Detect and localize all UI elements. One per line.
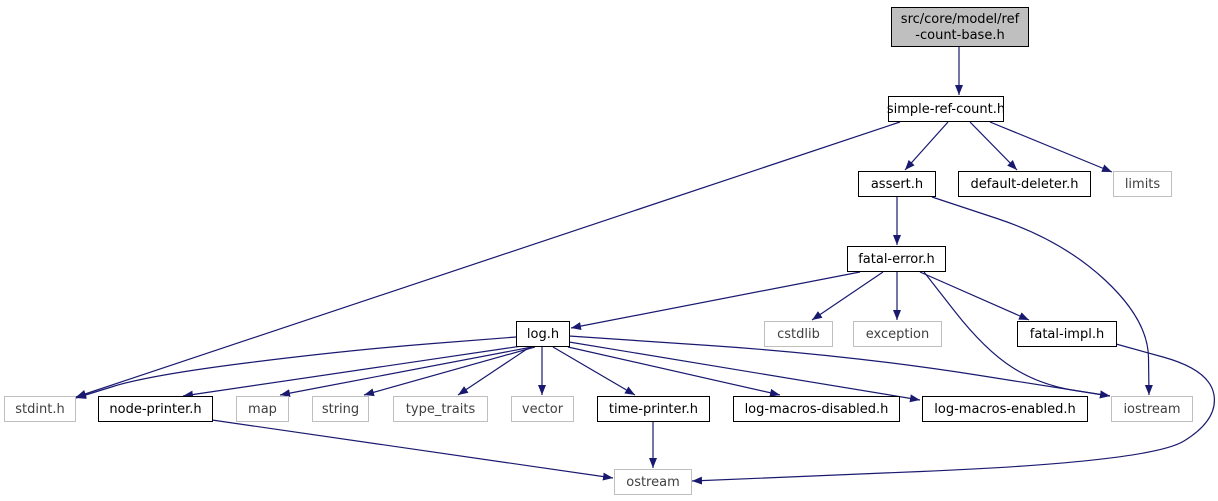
node-box <box>597 396 710 422</box>
edge-simple-ref-count-to-default-deleter <box>969 121 1018 171</box>
node-box <box>393 396 488 422</box>
node-box <box>312 396 369 422</box>
node-label: src/core/model/ref <box>901 12 1020 27</box>
node-label: simple-ref-count.h <box>887 102 1005 117</box>
node-box <box>858 171 936 197</box>
node-log-macros-disabled[interactable]: log-macros-disabled.h <box>733 396 900 422</box>
node-label: default-deleter.h <box>971 177 1079 192</box>
node-label: cstdlib <box>777 327 820 342</box>
node-exception: exception <box>853 321 942 347</box>
node-box <box>764 321 833 347</box>
node-ostream: ostream <box>614 469 692 495</box>
node-box <box>614 469 692 495</box>
node-cstdlib: cstdlib <box>764 321 833 347</box>
node-label: exception <box>866 327 930 342</box>
node-box <box>922 396 1088 422</box>
node-simple-ref-count[interactable]: simple-ref-count.h <box>887 96 1005 122</box>
node-default-deleter[interactable]: default-deleter.h <box>958 171 1091 197</box>
node-label: log-macros-enabled.h <box>934 402 1075 417</box>
node-label: log-macros-disabled.h <box>745 402 889 417</box>
node-root[interactable]: src/core/model/ref-count-base.h <box>891 7 1029 47</box>
node-node-printer[interactable]: node-printer.h <box>98 396 213 422</box>
node-label: log.h <box>527 327 559 342</box>
edge-fatal-error-to-log <box>570 271 861 331</box>
edge-simple-ref-count-to-stdint <box>75 121 901 398</box>
node-time-printer[interactable]: time-printer.h <box>597 396 710 422</box>
node-label: fatal-error.h <box>858 252 935 267</box>
node-string: string <box>312 396 369 422</box>
node-label: ostream <box>626 475 680 490</box>
node-assert[interactable]: assert.h <box>858 171 936 197</box>
node-stdint: stdint.h <box>4 396 76 422</box>
edge-log-to-node-printer <box>182 345 523 399</box>
node-label: limits <box>1125 177 1161 192</box>
edge-fatal-error-to-iostream <box>923 271 1111 399</box>
edge-simple-ref-count-to-limits <box>989 121 1113 173</box>
node-label: assert.h <box>871 177 923 192</box>
node-log[interactable]: log.h <box>516 321 570 347</box>
nodes-layer: src/core/model/ref-count-base.h simple-re… <box>4 7 1193 495</box>
node-label: vector <box>522 402 564 417</box>
node-log-macros-enabled[interactable]: log-macros-enabled.h <box>922 396 1088 422</box>
node-label: fatal-impl.h <box>1030 327 1104 342</box>
node-label: time-printer.h <box>609 402 698 417</box>
edge-assert-to-iostream <box>931 196 1153 396</box>
edge-log-to-map <box>279 346 533 398</box>
edge-log-to-log-macros-disabled <box>567 346 781 397</box>
node-box <box>1113 171 1172 197</box>
node-iostream: iostream <box>1111 396 1193 422</box>
node-label: node-printer.h <box>109 402 201 417</box>
node-box <box>511 396 574 422</box>
edge-log-to-type_traits <box>457 346 531 396</box>
node-fatal-impl[interactable]: fatal-impl.h <box>1017 321 1117 347</box>
node-label: map <box>248 402 277 417</box>
node-box <box>847 246 946 272</box>
node-label: type_traits <box>406 402 476 417</box>
node-box <box>516 321 570 347</box>
node-label: string <box>322 402 359 417</box>
node-fatal-error[interactable]: fatal-error.h <box>847 246 946 272</box>
node-box <box>98 396 213 422</box>
edge-fatal-impl-to-ostream <box>691 343 1216 485</box>
edge-log-to-time-printer <box>552 346 636 396</box>
edge-simple-ref-count-to-assert <box>904 121 949 171</box>
node-limits: limits <box>1113 171 1172 197</box>
node-box <box>853 321 942 347</box>
edge-node-printer-to-ostream <box>211 419 614 481</box>
node-box <box>236 396 289 422</box>
node-box <box>1111 396 1193 422</box>
edge-log-to-log-macros-enabled <box>568 341 921 403</box>
edges-layer <box>75 47 1216 485</box>
node-box <box>1017 321 1117 347</box>
node-box <box>891 7 1029 47</box>
edge-log-to-string <box>363 346 536 397</box>
node-vector: vector <box>511 396 574 422</box>
node-box <box>4 396 76 422</box>
node-box <box>733 396 900 422</box>
node-label: iostream <box>1123 402 1180 417</box>
edge-log-to-stdint <box>75 336 517 399</box>
edge-fatal-error-to-fatal-impl <box>919 271 1030 321</box>
edge-fatal-error-to-cstdlib <box>811 271 884 321</box>
node-map: map <box>236 396 289 422</box>
node-label: -count-base.h <box>915 28 1004 43</box>
node-box <box>888 96 1004 122</box>
node-label: stdint.h <box>15 402 64 417</box>
edge-log-to-iostream <box>568 335 1111 399</box>
node-box <box>958 171 1091 197</box>
node-type_traits: type_traits <box>393 396 488 422</box>
